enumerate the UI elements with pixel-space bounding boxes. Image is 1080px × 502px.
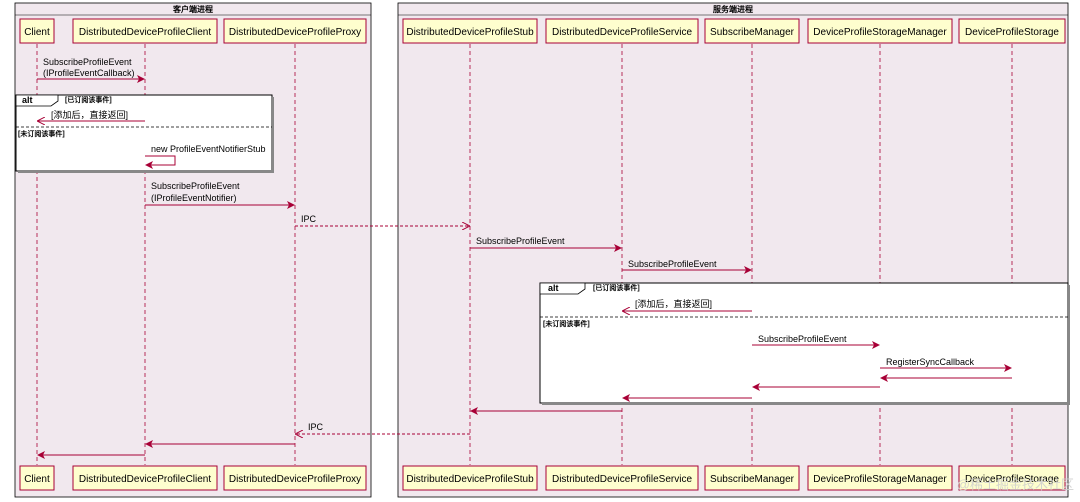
- svg-text:DistributedDeviceProfileClient: DistributedDeviceProfileClient: [79, 474, 211, 485]
- svg-text:DeviceProfileStorage: DeviceProfileStorage: [965, 27, 1059, 38]
- svg-text:DeviceProfileStorageManager: DeviceProfileStorageManager: [813, 27, 947, 38]
- svg-text:Client: Client: [24, 27, 50, 38]
- label-subscribe-profile-event-5: SubscribeProfileEvent: [758, 334, 847, 344]
- alt-condition-subscribed-client: [已订阅该事件]: [65, 95, 112, 104]
- label-subscribe-profile-event-2a: SubscribeProfileEvent: [151, 181, 240, 191]
- participant-profile-stub-bottom: DistributedDeviceProfileStub: [402, 465, 538, 491]
- participant-subscribe-manager-bottom: SubscribeManager: [704, 465, 800, 491]
- participant-profile-stub-top: DistributedDeviceProfileStub: [402, 18, 538, 44]
- participant-profile-service-top: DistributedDeviceProfileService: [545, 18, 699, 44]
- svg-text:DeviceProfileStorageManager: DeviceProfileStorageManager: [813, 474, 947, 485]
- watermark: @稀土掘金技术社区: [957, 477, 1074, 492]
- participant-profile-proxy-top: DistributedDeviceProfileProxy: [223, 18, 367, 44]
- participant-profile-service-bottom: DistributedDeviceProfileService: [545, 465, 699, 491]
- participant-storage-top: DeviceProfileStorage: [958, 18, 1066, 44]
- participant-subscribe-manager-top: SubscribeManager: [704, 18, 800, 44]
- svg-text:DistributedDeviceProfileStub: DistributedDeviceProfileStub: [406, 27, 534, 38]
- alt-keyword-client: alt: [22, 95, 33, 105]
- label-subscribe-profile-event-4: SubscribeProfileEvent: [628, 259, 717, 269]
- svg-text:SubscribeManager: SubscribeManager: [710, 27, 795, 38]
- participant-profile-proxy-bottom: DistributedDeviceProfileProxy: [223, 465, 367, 491]
- svg-text:DistributedDeviceProfileServic: DistributedDeviceProfileService: [552, 27, 692, 38]
- svg-text:DistributedDeviceProfileProxy: DistributedDeviceProfileProxy: [229, 27, 361, 38]
- alt-condition-not-subscribed-server: [未订阅该事件]: [543, 319, 590, 328]
- label-register-sync-callback: RegisterSyncCallback: [886, 357, 975, 367]
- label-subscribe-profile-event-1a: SubscribeProfileEvent: [43, 57, 132, 67]
- participant-storage-bottom: DeviceProfileStorage: [958, 465, 1066, 491]
- label-subscribe-profile-event-2b: (IProfileEventNotifier): [151, 193, 237, 203]
- svg-text:DistributedDeviceProfileStub: DistributedDeviceProfileStub: [406, 474, 534, 485]
- messages: [37, 75, 1012, 459]
- alt-fragment-client: alt [已订阅该事件] [未订阅该事件]: [15, 94, 274, 173]
- svg-text:DistributedDeviceProfileClient: DistributedDeviceProfileClient: [79, 27, 211, 38]
- participant-storage-manager-bottom: DeviceProfileStorageManager: [807, 465, 953, 491]
- participants-top: Client DistributedDeviceProfileClient Di…: [19, 18, 1066, 44]
- label-ipc-request: IPC: [301, 214, 317, 224]
- label-subscribe-profile-event-1b: (IProfileEventCallback): [43, 68, 135, 78]
- server-process-title: 服务端进程: [713, 4, 753, 14]
- svg-text:DistributedDeviceProfileServic: DistributedDeviceProfileService: [552, 474, 692, 485]
- svg-text:SubscribeManager: SubscribeManager: [710, 474, 795, 485]
- label-ipc-response: IPC: [308, 422, 324, 432]
- participant-client-top: Client: [19, 18, 55, 44]
- alt-keyword-server: alt: [548, 283, 559, 293]
- client-process-group: 客户端进程: [14, 2, 372, 498]
- participant-storage-manager-top: DeviceProfileStorageManager: [807, 18, 953, 44]
- client-process-title: 客户端进程: [172, 4, 213, 14]
- svg-text:Client: Client: [24, 474, 50, 485]
- msg-new-notifier-stub: [145, 155, 176, 169]
- server-process-group: 服务端进程: [397, 2, 1069, 498]
- alt-fragment-server: alt [已订阅该事件] [未订阅该事件]: [539, 282, 1070, 405]
- svg-text:DeviceProfileStorage: DeviceProfileStorage: [965, 474, 1059, 485]
- alt-condition-not-subscribed-client: [未订阅该事件]: [18, 129, 65, 138]
- participant-client-bottom: Client: [19, 465, 55, 491]
- alt-condition-subscribed-server: [已订阅该事件]: [593, 283, 640, 292]
- participants-bottom: Client DistributedDeviceProfileClient Di…: [19, 465, 1066, 491]
- svg-text:DistributedDeviceProfileProxy: DistributedDeviceProfileProxy: [229, 474, 361, 485]
- participant-profile-client-bottom: DistributedDeviceProfileClient: [72, 465, 218, 491]
- label-direct-return-server: [添加后，直接返回]: [635, 298, 712, 309]
- participant-profile-client-top: DistributedDeviceProfileClient: [72, 18, 218, 44]
- label-direct-return-client: [添加后，直接返回]: [51, 109, 128, 120]
- label-new-notifier-stub: new ProfileEventNotifierStub: [151, 144, 266, 154]
- label-subscribe-profile-event-3: SubscribeProfileEvent: [476, 236, 565, 246]
